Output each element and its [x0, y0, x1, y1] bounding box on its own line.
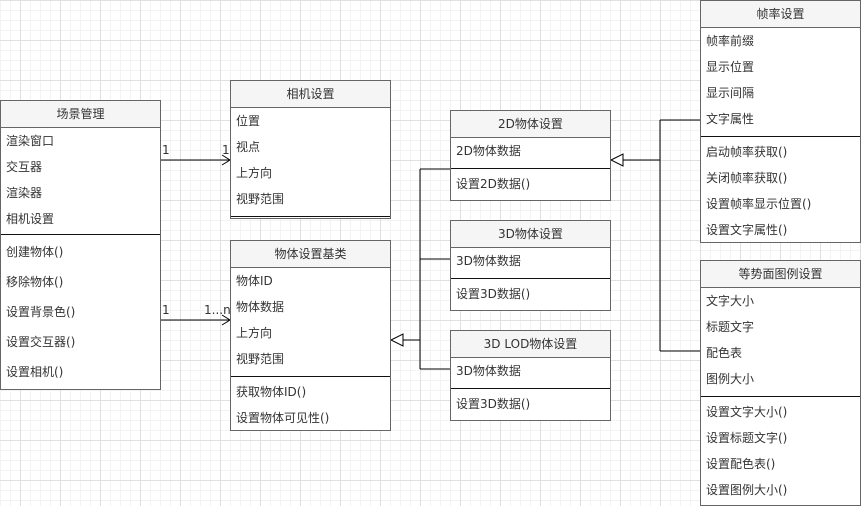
class-camera-settings[interactable]: 相机设置 位置 视点 上方向 视野范围: [230, 80, 391, 219]
attributes-section: 文字大小 标题文字 配色表 图例大小: [701, 288, 860, 397]
multiplicity-target-object: 1...n: [204, 303, 231, 317]
methods-section: 获取物体ID() 设置物体可见性(): [231, 377, 390, 431]
methods-section: 设置2D数据(): [451, 169, 610, 197]
class-title: 2D物体设置: [451, 111, 610, 138]
methods-section: 创建物体() 移除物体() 设置背景色() 设置交互器() 设置相机(): [1, 235, 160, 387]
method[interactable]: 关闭帧率获取(): [706, 171, 788, 185]
class-title: 3D LOD物体设置: [451, 331, 610, 358]
methods-section: 设置文字大小() 设置标题文字() 设置配色表() 设置图例大小(): [701, 397, 860, 503]
class-object-3d[interactable]: 3D物体设置 3D物体数据 设置3D数据(): [450, 220, 611, 311]
method[interactable]: 设置文字大小(): [706, 405, 788, 419]
method[interactable]: 设置3D数据(): [456, 397, 531, 411]
class-title: 帧率设置: [701, 1, 860, 28]
attribute[interactable]: 帧率前缀: [706, 34, 755, 48]
attribute[interactable]: 渲染器: [6, 186, 43, 200]
attribute[interactable]: 3D物体数据: [456, 364, 521, 378]
attribute[interactable]: 图例大小: [706, 372, 755, 386]
class-scene-manager[interactable]: 场景管理 渲染窗口 交互器 渲染器 相机设置 创建物体() 移除物体() 设置背…: [0, 100, 161, 390]
class-object-2d[interactable]: 2D物体设置 2D物体数据 设置2D数据(): [450, 110, 611, 201]
attribute[interactable]: 配色表: [706, 346, 743, 360]
method[interactable]: 设置配色表(): [706, 457, 776, 471]
class-object-base[interactable]: 物体设置基类 物体ID 物体数据 上方向 视野范围 获取物体ID() 设置物体可…: [230, 240, 391, 431]
attribute[interactable]: 视野范围: [236, 192, 285, 206]
class-title: 场景管理: [1, 101, 160, 128]
method[interactable]: 设置图例大小(): [706, 483, 788, 497]
method[interactable]: 设置3D数据(): [456, 287, 531, 301]
attribute[interactable]: 视点: [236, 140, 261, 154]
attribute[interactable]: 显示位置: [706, 60, 755, 74]
method[interactable]: 获取物体ID(): [236, 385, 307, 399]
multiplicity-source-camera: 1: [162, 143, 170, 157]
method[interactable]: 设置背景色(): [6, 305, 76, 319]
method[interactable]: 设置相机(): [6, 365, 64, 379]
attribute[interactable]: 视野范围: [236, 352, 285, 366]
method[interactable]: 创建物体(): [6, 245, 64, 259]
method[interactable]: 设置交互器(): [6, 335, 76, 349]
attributes-section: 3D物体数据: [451, 248, 610, 279]
attribute[interactable]: 显示间隔: [706, 86, 755, 100]
attribute[interactable]: 3D物体数据: [456, 254, 521, 268]
methods-section: 启动帧率获取() 关闭帧率获取() 设置帧率显示位置() 设置文字属性(): [701, 137, 860, 243]
generalization-object-2d: [609, 119, 700, 352]
method[interactable]: 设置2D数据(): [456, 177, 531, 191]
class-title: 物体设置基类: [231, 241, 390, 268]
class-title: 相机设置: [231, 81, 390, 108]
attribute[interactable]: 相机设置: [6, 212, 55, 226]
attribute[interactable]: 上方向: [236, 166, 273, 180]
class-title: 等势面图例设置: [701, 261, 860, 288]
method[interactable]: 设置帧率显示位置(): [706, 197, 812, 211]
method[interactable]: 设置物体可见性(): [236, 411, 330, 425]
method[interactable]: 设置文字属性(): [706, 223, 788, 237]
attribute[interactable]: 渲染窗口: [6, 134, 55, 148]
generalization-object-base: [389, 168, 450, 370]
attribute[interactable]: 物体数据: [236, 300, 285, 314]
attributes-section: 3D物体数据: [451, 358, 610, 389]
attributes-section: 物体ID 物体数据 上方向 视野范围: [231, 268, 390, 377]
inheritance-triangle-icon: [389, 333, 404, 347]
attribute[interactable]: 位置: [236, 114, 261, 128]
class-object-3d-lod[interactable]: 3D LOD物体设置 3D物体数据 设置3D数据(): [450, 330, 611, 421]
multiplicity-target-camera: 1: [222, 143, 230, 157]
attributes-section: 2D物体数据: [451, 138, 610, 169]
attribute[interactable]: 文字属性: [706, 112, 755, 126]
attribute[interactable]: 物体ID: [236, 274, 273, 288]
class-title: 3D物体设置: [451, 221, 610, 248]
attribute[interactable]: 标题文字: [706, 320, 755, 334]
method[interactable]: 设置标题文字(): [706, 431, 788, 445]
method[interactable]: 移除物体(): [6, 275, 64, 289]
method[interactable]: 启动帧率获取(): [706, 145, 788, 159]
attribute[interactable]: 上方向: [236, 326, 273, 340]
attributes-section: 渲染窗口 交互器 渲染器 相机设置: [1, 128, 160, 235]
class-framerate-settings[interactable]: 帧率设置 帧率前缀 显示位置 显示间隔 文字属性 启动帧率获取() 关闭帧率获取…: [700, 0, 861, 243]
multiplicity-source-object: 1: [162, 303, 170, 317]
methods-section: 设置3D数据(): [451, 279, 610, 307]
attribute[interactable]: 文字大小: [706, 294, 755, 308]
association-scene-camera: [160, 154, 231, 166]
attributes-section: 位置 视点 上方向 视野范围: [231, 108, 390, 217]
inheritance-triangle-icon: [609, 153, 624, 167]
attribute[interactable]: 交互器: [6, 160, 43, 174]
class-legend-settings[interactable]: 等势面图例设置 文字大小 标题文字 配色表 图例大小 设置文字大小() 设置标题…: [700, 260, 861, 506]
attributes-section: 帧率前缀 显示位置 显示间隔 文字属性: [701, 28, 860, 137]
attribute[interactable]: 2D物体数据: [456, 144, 521, 158]
methods-section: 设置3D数据(): [451, 389, 610, 417]
